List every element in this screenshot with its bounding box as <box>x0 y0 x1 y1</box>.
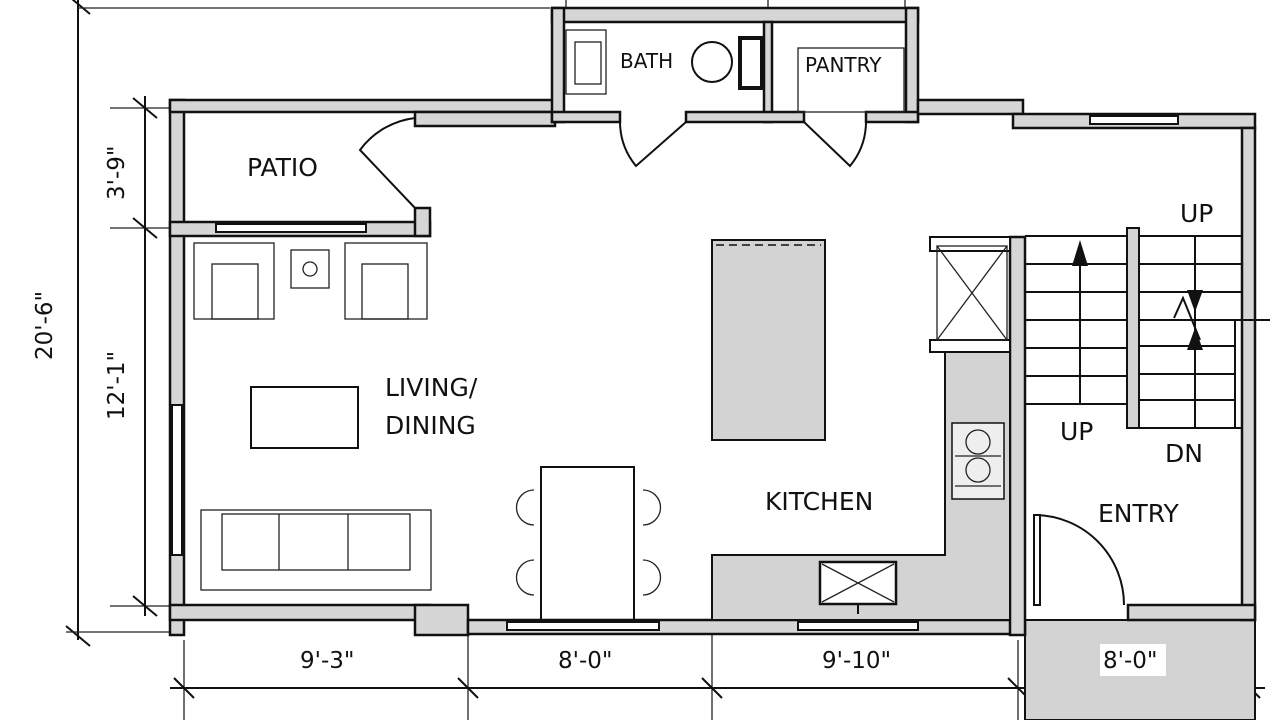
room-label-kitchen: KITCHEN <box>765 487 873 516</box>
stair-label-up: UP <box>1060 417 1093 446</box>
room-label-patio: PATIO <box>247 153 318 182</box>
stove-icon <box>951 422 1005 500</box>
sofa <box>200 509 432 591</box>
doors <box>358 117 1125 606</box>
refrigerator <box>936 245 1008 341</box>
stair-up-arrow-icon <box>1072 240 1088 266</box>
dimension-overall-depth: 20'-6" <box>32 291 58 360</box>
room-label-living-1: LIVING/ <box>385 373 478 402</box>
room-label-living-2: DINING <box>385 411 476 440</box>
dimension-width-4: 8'-0" <box>1103 648 1157 674</box>
room-label-entry: ENTRY <box>1098 499 1180 528</box>
room-label-bath: BATH <box>620 49 673 73</box>
toilet-icon <box>691 41 733 83</box>
walls <box>168 6 1257 637</box>
kitchen-fixtures <box>711 236 1011 621</box>
dimension-living-depth: 12'-1" <box>104 351 130 420</box>
dimension-label-bg <box>1100 644 1166 676</box>
dimension-width-1: 9'-3" <box>300 648 354 674</box>
side-table <box>290 249 330 289</box>
kitchen-island <box>711 239 826 441</box>
dimension-width-2: 8'-0" <box>558 648 612 674</box>
sink-icon <box>565 29 607 95</box>
room-label-pantry: PANTRY <box>805 53 882 77</box>
stairs <box>1025 227 1270 429</box>
stair-label-down: DN <box>1165 439 1203 468</box>
dimension-width-3: 9'-10" <box>822 648 891 674</box>
bath-fixtures <box>565 29 905 113</box>
dining-table <box>540 466 635 621</box>
pantry-shelf <box>797 47 905 113</box>
armchair <box>193 242 275 320</box>
coffee-table <box>250 386 359 449</box>
armchair <box>344 242 428 320</box>
stair-down-arrow-icon <box>1187 290 1203 312</box>
dimension-patio-depth: 3'-9" <box>104 146 130 200</box>
living-furniture <box>193 242 662 621</box>
stair-label-up-top: UP <box>1180 199 1213 228</box>
